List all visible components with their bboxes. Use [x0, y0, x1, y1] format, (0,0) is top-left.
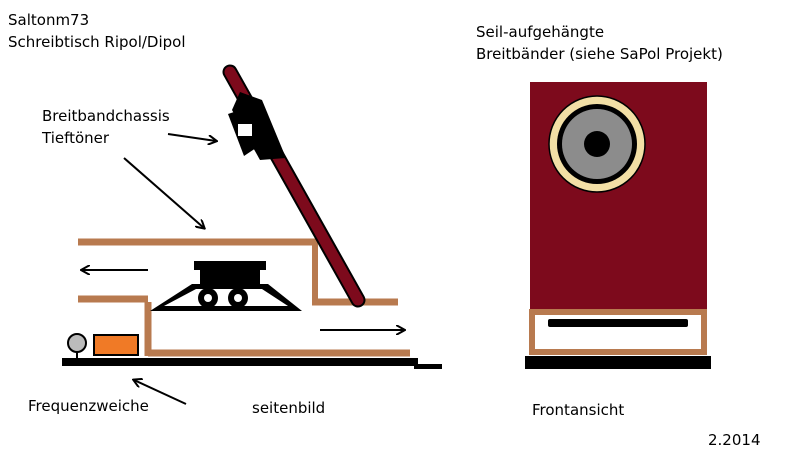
breitband-pointer-arrow	[167, 133, 216, 141]
tieftoener-pointer-arrow	[123, 157, 204, 228]
front-header-line2: Breitbänder (siehe SaPol Projekt)	[476, 45, 723, 63]
crossover-pointer-arrow	[134, 380, 187, 405]
woofer-driver	[150, 261, 302, 311]
frequenzweiche-label: Frequenzweiche	[28, 397, 149, 415]
lower-enclosure	[144, 302, 410, 357]
front-view-label: Frontansicht	[532, 401, 625, 419]
tieftoener-label: Tieftöner	[42, 129, 110, 147]
crossover	[67, 333, 139, 358]
front-base-plate	[525, 356, 711, 369]
broadband-driver	[228, 92, 286, 160]
front-driver	[548, 95, 646, 193]
side-base-plate	[62, 358, 442, 369]
side-view-label: seitenbild	[252, 399, 326, 417]
breitband-label: Breitbandchassis	[42, 107, 170, 125]
date-label: 2.2014	[708, 431, 761, 449]
front-base-box	[529, 309, 707, 355]
front-header-line1: Seil-aufgehängte	[476, 23, 605, 41]
diagram-title: Schreibtisch Ripol/Dipol	[8, 33, 186, 51]
author-label: Saltonm73	[8, 11, 90, 29]
